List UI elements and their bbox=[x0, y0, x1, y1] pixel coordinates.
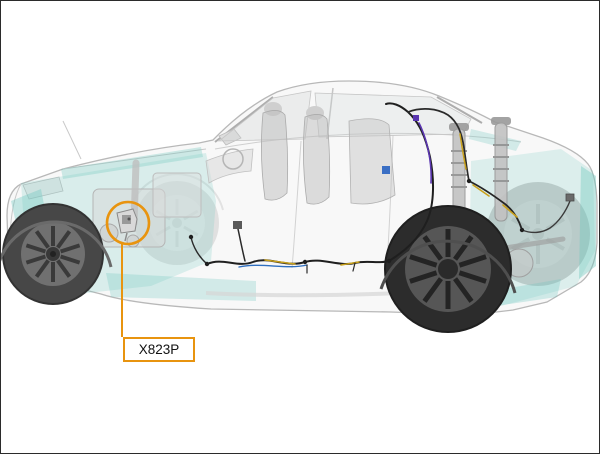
connector-label-text: X823P bbox=[138, 342, 180, 357]
connector-label[interactable]: X823P bbox=[123, 337, 195, 362]
front-wheel bbox=[1, 203, 113, 305]
connector-highlight-circle[interactable] bbox=[105, 200, 151, 246]
interior-seats bbox=[205, 102, 396, 205]
connector-x823p bbox=[116, 208, 138, 242]
wiring-harness bbox=[188, 102, 575, 274]
rear-strut-right bbox=[491, 117, 511, 222]
